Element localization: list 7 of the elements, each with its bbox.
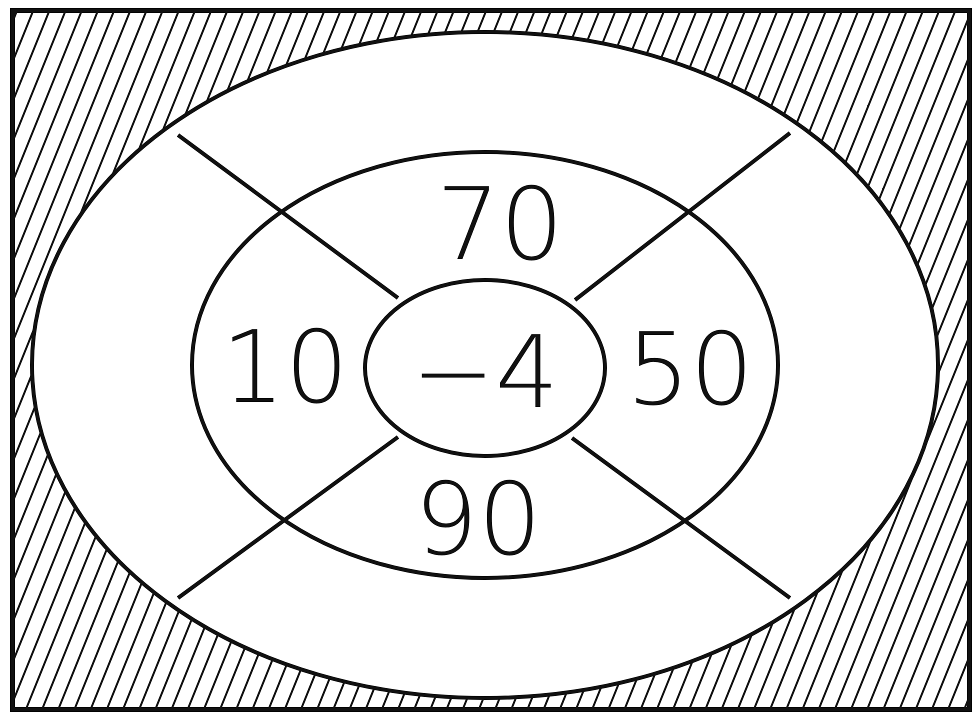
number-label: 90 [414, 470, 542, 570]
middle-ellipse [190, 150, 780, 580]
number-label: −4 [411, 323, 559, 423]
number-label: 50 [626, 320, 754, 420]
number-label: 70 [436, 175, 564, 275]
inner-ellipse [363, 278, 607, 458]
number-label: 10 [221, 318, 349, 418]
